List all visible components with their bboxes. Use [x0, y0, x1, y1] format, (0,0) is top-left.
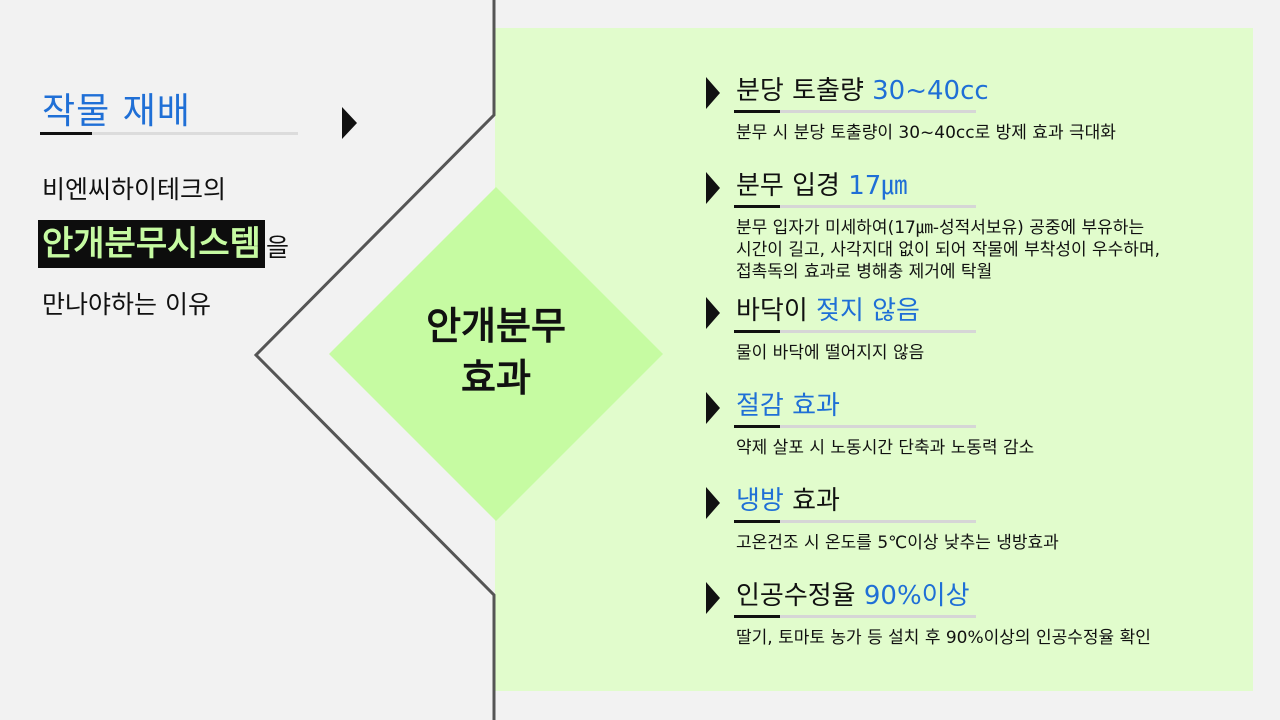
effect-heading: 냉방 효과 — [736, 480, 840, 517]
effect-underline-accent — [734, 330, 780, 333]
effect-description-line: 시간이 길고, 사각지대 없이 되어 작물에 부착성이 우수하며, — [736, 240, 1160, 260]
effect-heading-highlight: 절감 효과 — [736, 391, 840, 421]
diamond-label-line2: 효과 — [461, 356, 531, 400]
highlight-system-name: 안개분무시스템 — [38, 220, 265, 268]
effect-description: 딸기, 토마토 농가 등 설치 후 90%이상의 인공수정율 확인 — [736, 627, 1151, 649]
triangle-right-icon — [706, 172, 720, 204]
effect-heading: 바닥이 젖지 않음 — [736, 290, 920, 327]
effect-description: 물이 바닥에 떨어지지 않음 — [736, 342, 924, 364]
effect-heading: 인공수정율 90%이상 — [736, 575, 970, 612]
effect-underline-accent — [734, 110, 780, 113]
effect-heading-text: 인공수정율 — [736, 581, 864, 611]
intro-line-reason: 만나야하는 이유 — [42, 290, 211, 319]
title-underline — [40, 132, 298, 135]
triangle-right-icon — [706, 392, 720, 424]
effect-heading-text: 분당 토출량 — [736, 76, 873, 106]
highlight-suffix: 을 — [265, 233, 289, 262]
effect-underline — [734, 110, 976, 113]
effect-heading-highlight: 17㎛ — [848, 171, 908, 201]
effect-heading: 분무 입경 17㎛ — [736, 165, 907, 202]
effect-description-line: 분무 입자가 미세하여(17㎛-성적서보유) 공중에 부유하는 — [736, 218, 1145, 238]
effect-heading-suffix: 효과 — [783, 486, 840, 516]
effect-description-line: 분무 시 분당 토출량이 30~40cc로 방제 효과 극대화 — [736, 123, 1116, 143]
effect-description-line: 고온건조 시 온도를 5℃이상 낮추는 냉방효과 — [736, 533, 1059, 553]
triangle-right-icon — [706, 487, 720, 519]
effect-underline-accent — [734, 425, 780, 428]
triangle-right-icon — [706, 582, 720, 614]
chevron-lines — [253, 0, 496, 720]
effect-description-line: 약제 살포 시 노동시간 단축과 노동력 감소 — [736, 438, 1035, 458]
page-title: 작물 재배 — [42, 91, 191, 132]
effect-underline — [734, 425, 976, 428]
effect-description-line: 접촉독의 효과로 병해충 제거에 탁월 — [736, 262, 993, 282]
effect-heading-text: 분무 입경 — [736, 171, 849, 201]
effect-underline — [734, 330, 976, 333]
intro-line-company: 비엔씨하이테크의 — [42, 175, 227, 204]
diamond-label-line1: 안개분무 — [426, 304, 566, 348]
effect-description-line: 딸기, 토마토 농가 등 설치 후 90%이상의 인공수정율 확인 — [736, 628, 1151, 648]
effect-underline — [734, 615, 976, 618]
effect-underline-accent — [734, 615, 780, 618]
effect-heading-text: 바닥이 — [736, 296, 817, 326]
effect-diamond — [329, 187, 663, 521]
effect-heading: 절감 효과 — [736, 385, 840, 422]
effect-description: 고온건조 시 온도를 5℃이상 낮추는 냉방효과 — [736, 532, 1059, 554]
intro-line-system: 안개분무시스템 을 — [38, 220, 289, 268]
effect-heading-highlight: 젖지 않음 — [816, 296, 920, 326]
effect-underline — [734, 520, 976, 523]
effect-description-line: 물이 바닥에 떨어지지 않음 — [736, 343, 925, 363]
triangle-right-icon — [706, 77, 720, 109]
effect-heading: 분당 토출량 30~40cc — [736, 70, 989, 107]
effect-description: 분무 시 분당 토출량이 30~40cc로 방제 효과 극대화 — [736, 122, 1116, 144]
title-underline-accent — [40, 132, 92, 135]
triangle-right-icon — [342, 107, 357, 139]
diamond-label: 안개분무 효과 — [396, 300, 596, 404]
effect-heading-highlight: 냉방 — [736, 486, 784, 516]
effect-description: 약제 살포 시 노동시간 단축과 노동력 감소 — [736, 437, 1034, 459]
effect-underline — [734, 205, 976, 208]
effect-heading-highlight: 90%이상 — [863, 581, 970, 611]
effect-underline-accent — [734, 205, 780, 208]
effect-heading-highlight: 30~40cc — [872, 76, 989, 106]
effect-underline-accent — [734, 520, 780, 523]
triangle-right-icon — [706, 297, 720, 329]
